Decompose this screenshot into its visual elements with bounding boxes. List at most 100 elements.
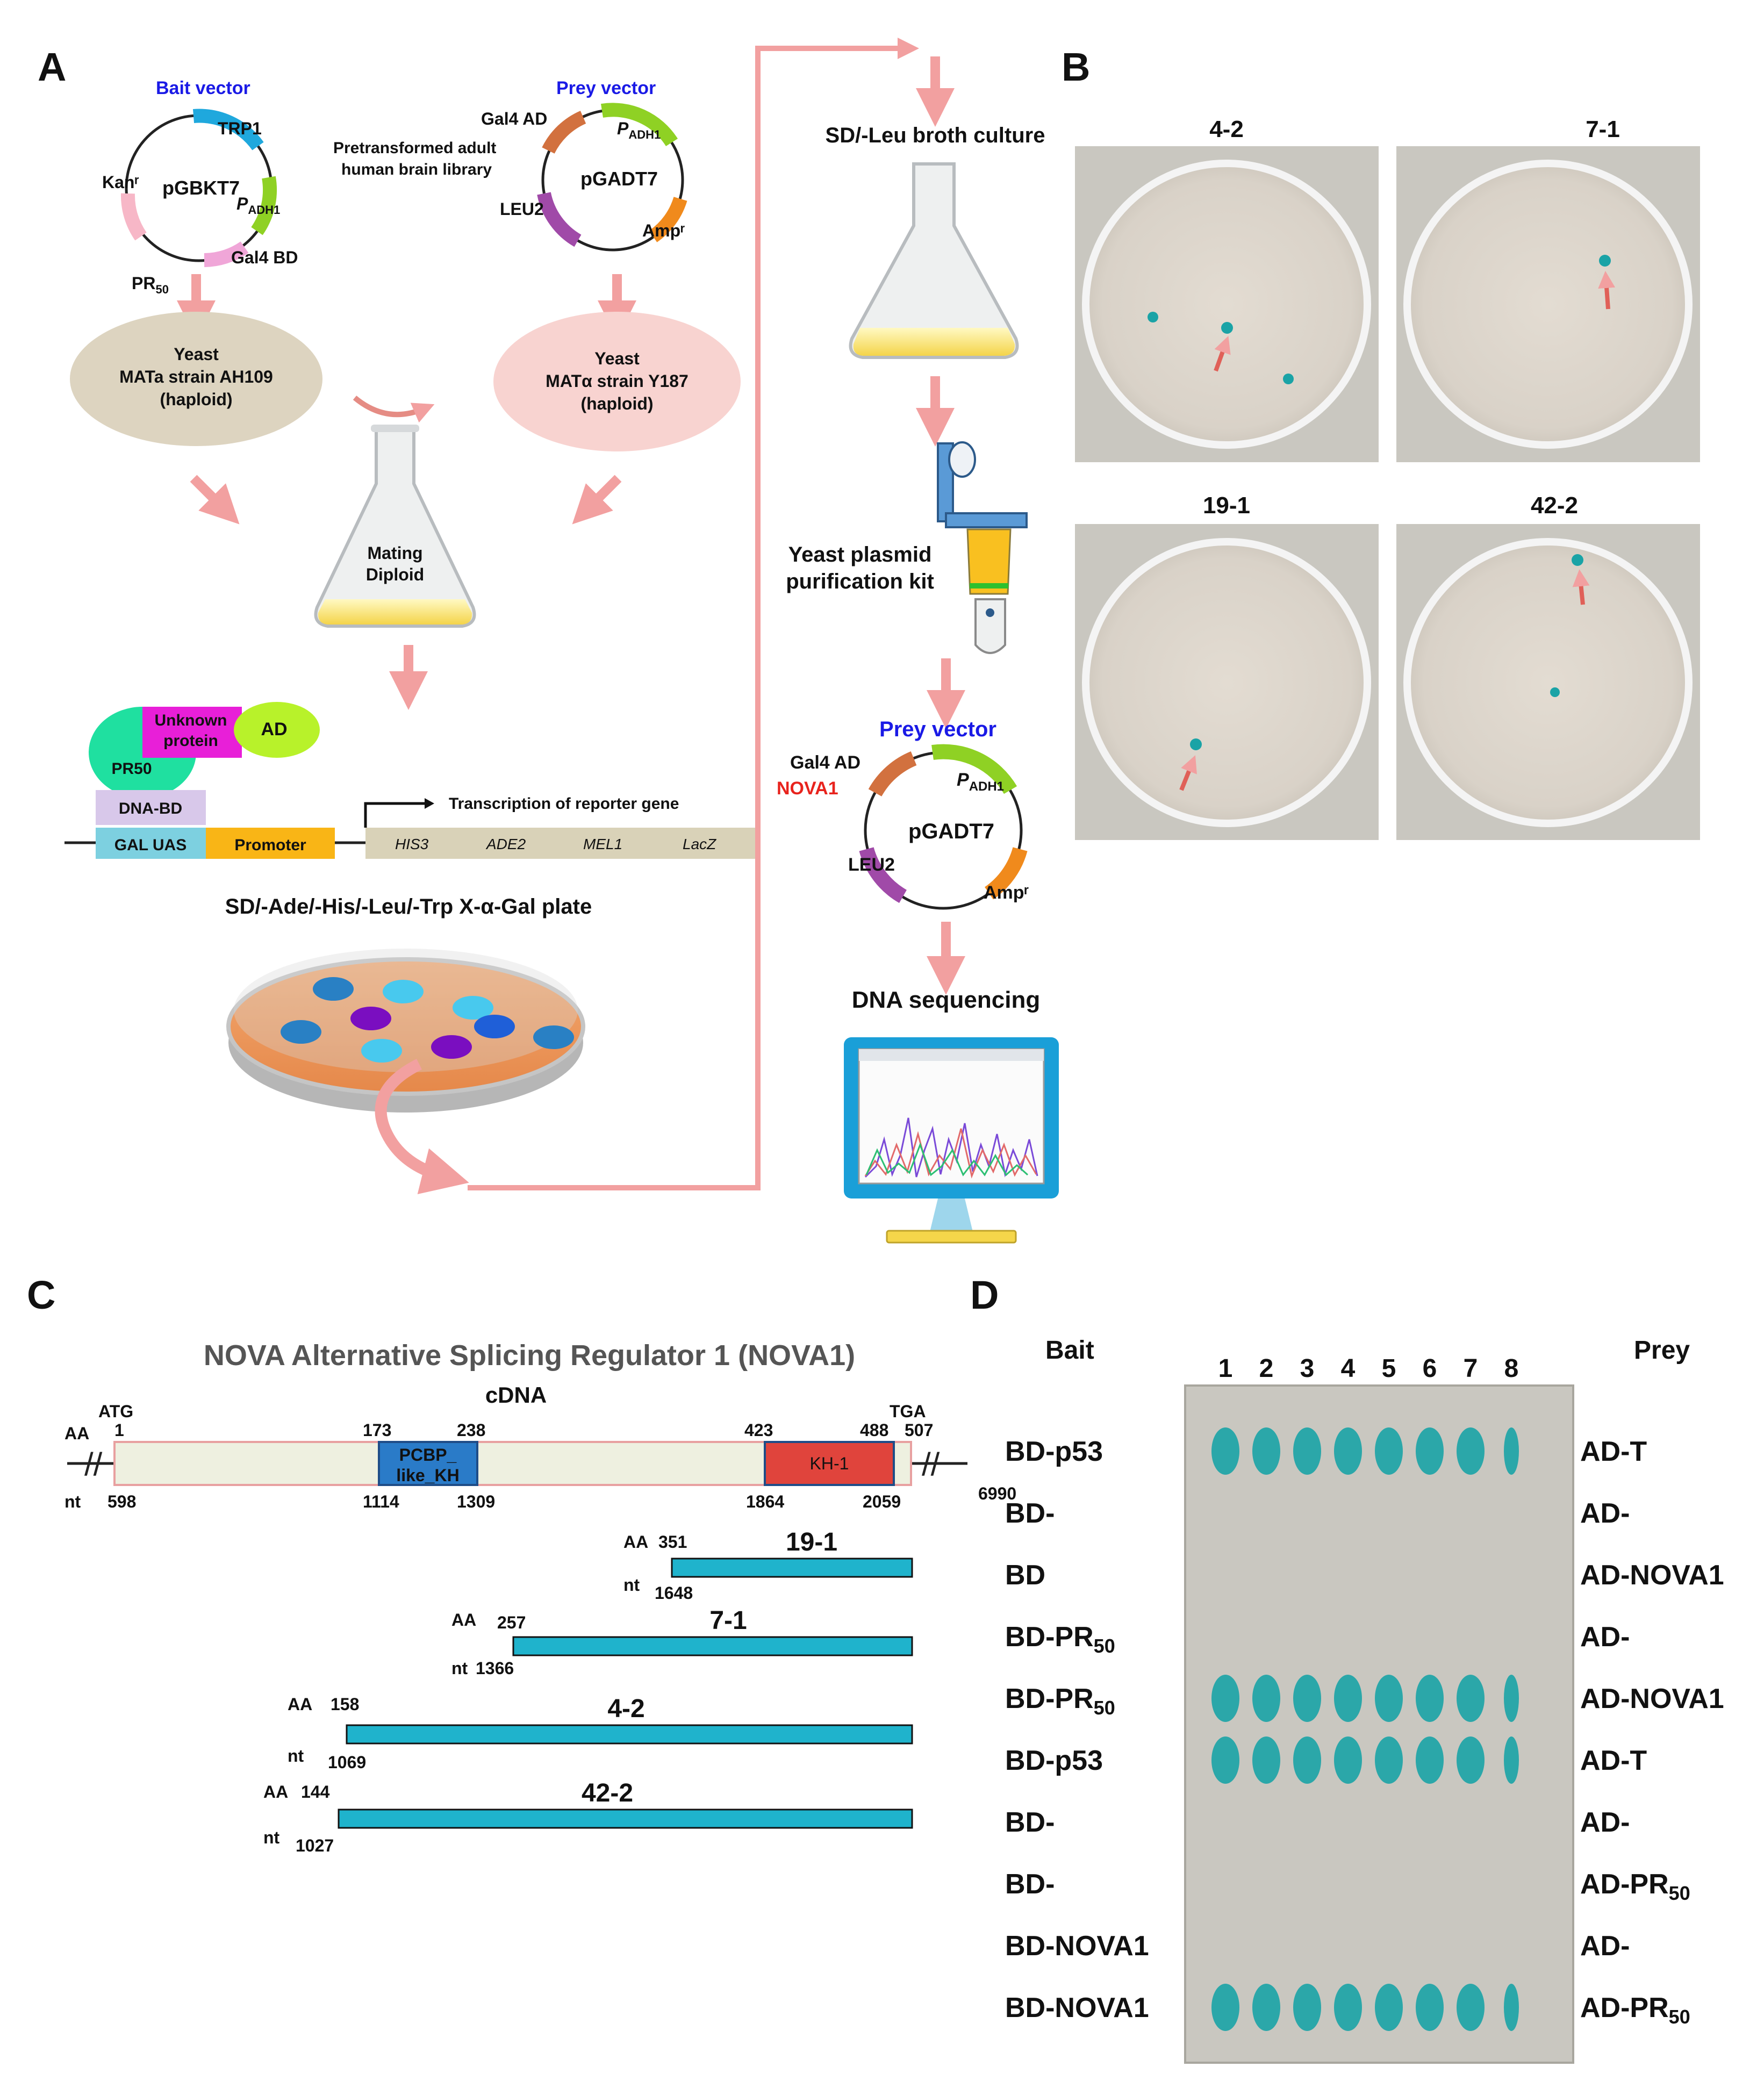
clone-nt-value: 1027 xyxy=(296,1836,334,1855)
panel-label-b: B xyxy=(1062,45,1090,89)
growth-spot xyxy=(1416,1984,1444,2031)
prey-vector-title: Prey vector xyxy=(556,78,656,98)
unknown-line2: protein xyxy=(163,732,218,750)
bait-row-label: BD-p53 xyxy=(1005,1745,1103,1776)
clone-aa-value: 351 xyxy=(658,1532,687,1552)
prey-row-label: AD- xyxy=(1580,1807,1630,1838)
lane-label: 3 xyxy=(1300,1354,1315,1383)
growth-plate xyxy=(1184,1384,1574,2064)
domain-kh1-name: KH-1 xyxy=(810,1454,849,1473)
growth-spot xyxy=(1375,1427,1403,1475)
rotation-icon xyxy=(353,396,435,423)
panel-label-d: D xyxy=(970,1273,999,1317)
library-label-2: human brain library xyxy=(341,161,492,178)
clone-nt-value: 1069 xyxy=(328,1753,366,1772)
kit-line1: Yeast plasmid xyxy=(788,543,932,566)
mating-line2: Diploid xyxy=(366,565,424,584)
transcription-label: Transcription of reporter gene xyxy=(449,795,679,813)
yeast-alpha-line2: MATα strain Y187 xyxy=(546,371,689,391)
trp1-label: TRP1 xyxy=(218,119,262,138)
plate-7-1 xyxy=(1396,146,1700,462)
clone-nt-label: nt xyxy=(263,1828,280,1847)
growth-rows xyxy=(1211,1427,1519,2031)
kh1-aa-start: 423 xyxy=(744,1420,773,1440)
growth-spot xyxy=(1375,1675,1403,1722)
nt-label-main: nt xyxy=(64,1492,81,1511)
yeast-a-line2: MATa strain AH109 xyxy=(119,367,273,386)
gal4ad-segment xyxy=(542,111,586,154)
lane-label: 5 xyxy=(1382,1354,1396,1383)
growth-spot xyxy=(1416,1675,1444,1722)
growth-spot xyxy=(1504,1736,1519,1784)
prey-row-label: AD-PR50 xyxy=(1580,1869,1690,1904)
plate-4-2 xyxy=(1075,146,1379,462)
kh1-nt-start: 1864 xyxy=(746,1492,784,1511)
prey-row-label: AD-NOVA1 xyxy=(1580,1683,1724,1714)
padh-bait-segment xyxy=(251,176,277,235)
clone-aa-label: AA xyxy=(451,1610,476,1630)
gene-lacz: LacZ xyxy=(683,836,716,852)
growth-spot xyxy=(1457,1675,1485,1722)
plate-title-7-1: 7-1 xyxy=(1586,116,1620,142)
bait-row-label: BD-NOVA1 xyxy=(1005,1931,1149,1962)
prey2-nova1: NOVA1 xyxy=(777,778,838,799)
tga-label: TGA xyxy=(890,1402,926,1421)
pcbp-aa-end: 238 xyxy=(457,1420,485,1440)
growth-spot xyxy=(1211,1736,1239,1784)
growth-spot xyxy=(1334,1736,1362,1784)
prey-row-label: AD-T xyxy=(1580,1745,1647,1776)
yeast-alpha-line3: (haploid) xyxy=(580,394,653,413)
bait-row-label: BD xyxy=(1005,1560,1045,1591)
clone-name: 42-2 xyxy=(582,1779,633,1807)
kan-label: Kanʳ xyxy=(102,173,139,192)
growth-spot xyxy=(1252,1984,1280,2031)
yeast-a-ellipse xyxy=(70,312,322,446)
transcription-arrow xyxy=(364,802,425,828)
gene-mel1: MEL1 xyxy=(583,836,622,852)
prey-header: Prey xyxy=(1634,1336,1690,1365)
bait-row-label: BD- xyxy=(1005,1498,1055,1529)
bait-header: Bait xyxy=(1045,1336,1094,1365)
prey-row-label: AD- xyxy=(1580,1931,1630,1962)
growth-spot xyxy=(1334,1427,1362,1475)
promoter-label: Promoter xyxy=(234,836,306,854)
growth-spot xyxy=(1293,1427,1321,1475)
broth-label: SD/-Leu broth culture xyxy=(826,124,1045,147)
growth-spot xyxy=(1252,1427,1280,1475)
lane-label: 1 xyxy=(1218,1354,1233,1383)
leu2-label: LEU2 xyxy=(500,199,544,219)
padh-bait-label: PADH1 xyxy=(236,194,280,217)
bait-row-label: BD-PR50 xyxy=(1005,1621,1115,1657)
yeast-alpha-ellipse xyxy=(493,312,741,451)
bait-row-label: BD- xyxy=(1005,1807,1055,1838)
growth-spot xyxy=(1293,1675,1321,1722)
pcbp-nt-end: 1309 xyxy=(457,1492,495,1511)
clone-bar xyxy=(346,1724,913,1745)
clone-4-2: 4-2 AA 158 nt 1069 xyxy=(288,1695,913,1772)
prey2-title: Prey vector xyxy=(879,717,996,741)
aa-label-main: AA xyxy=(64,1424,89,1443)
amp-label: Ampʳ xyxy=(642,221,685,240)
lane-label: 8 xyxy=(1504,1354,1519,1383)
clone-nt-label: nt xyxy=(288,1746,304,1766)
growth-spot xyxy=(1252,1675,1280,1722)
kit-line2: purification kit xyxy=(786,570,934,593)
yeast-alpha-line1: Yeast xyxy=(594,349,640,368)
cdna-label: cDNA xyxy=(485,1382,547,1408)
clone-bar xyxy=(338,1809,913,1829)
growth-spot xyxy=(1504,1675,1519,1722)
panel-a: Bait vector pGBKT7 TRP1 Kanʳ PADH1 Gal4 … xyxy=(64,38,1059,1244)
nova1-title: NOVA Alternative Splicing Regulator 1 (N… xyxy=(204,1339,855,1372)
panel-c: NOVA Alternative Splicing Regulator 1 (N… xyxy=(64,1339,1016,1855)
bait-plasmid-name: pGBKT7 xyxy=(162,177,240,199)
clone-19-1: 19-1 AA 351 nt 1648 xyxy=(623,1528,913,1603)
lane-label: 4 xyxy=(1341,1354,1356,1383)
clone-nt-value: 1648 xyxy=(655,1583,693,1603)
ad-label: AD xyxy=(261,719,287,740)
bait-row-label: BD-p53 xyxy=(1005,1436,1103,1467)
dna-bd-label: DNA-BD xyxy=(119,800,182,817)
pr50-bait-label: PR50 xyxy=(132,274,169,296)
prey2-gal4ad: Gal4 AD xyxy=(790,752,861,773)
